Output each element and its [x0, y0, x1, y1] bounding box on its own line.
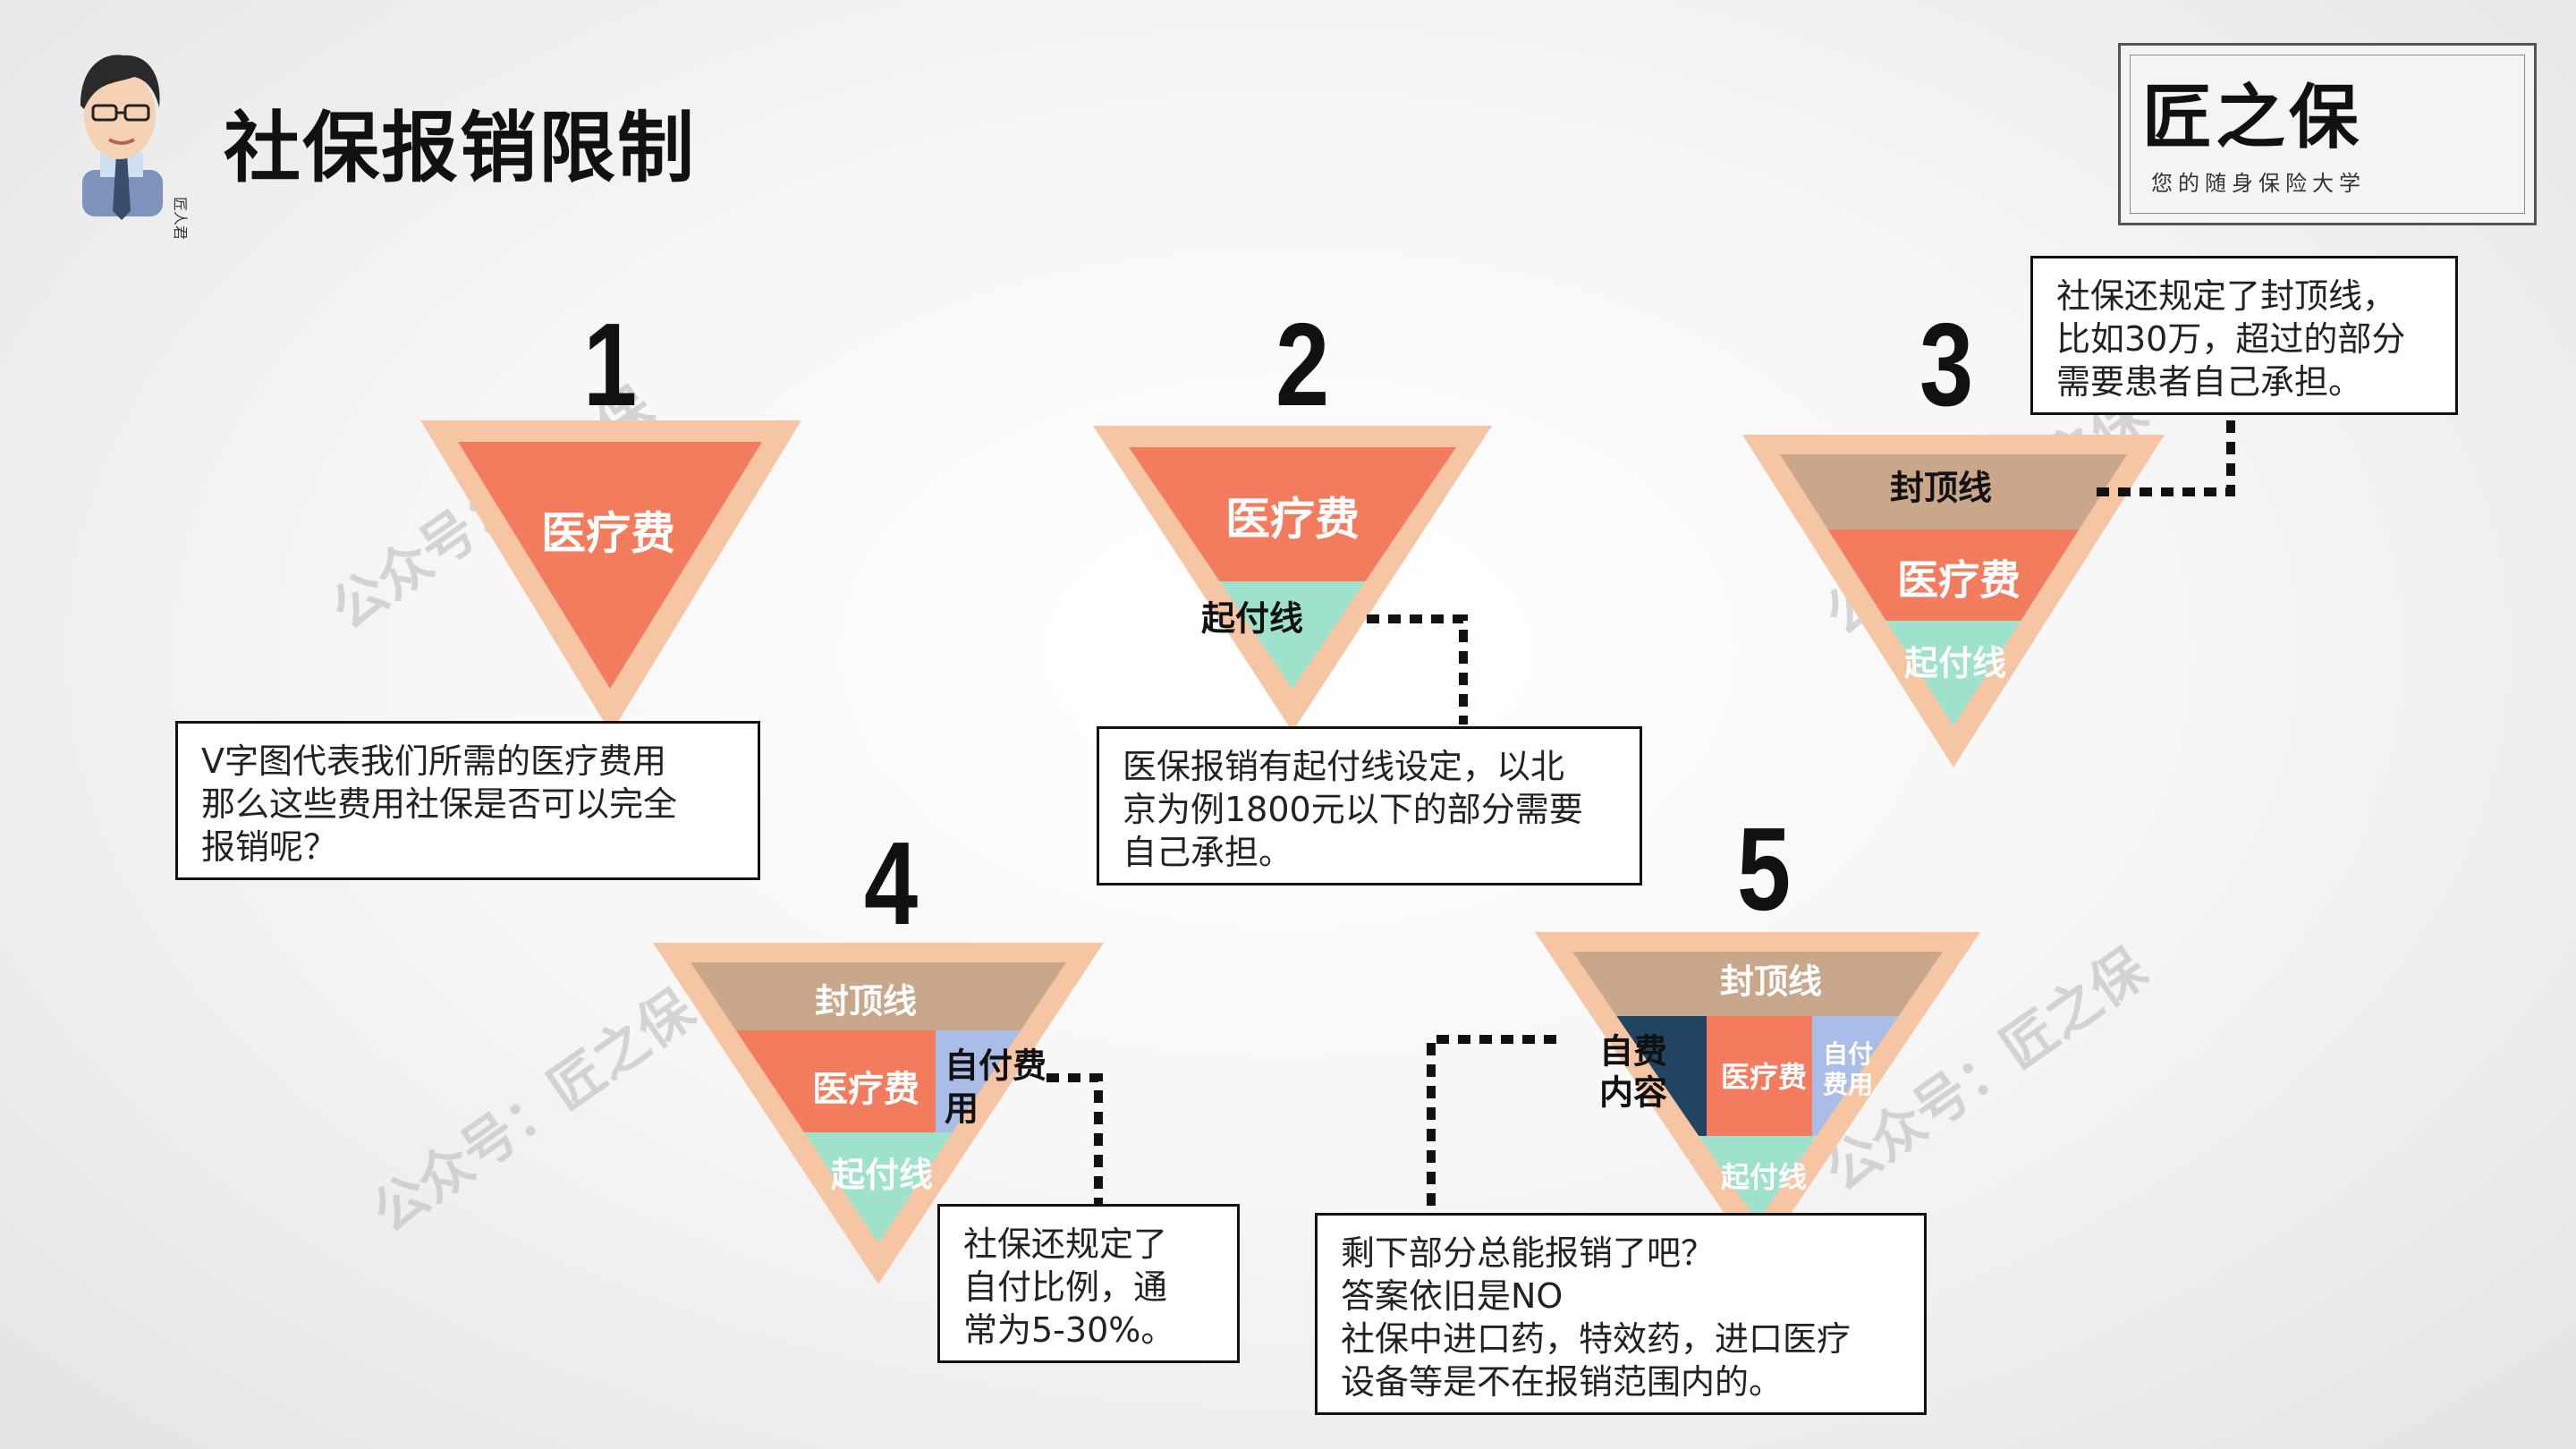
avatar-signature: 匠人君	[172, 197, 189, 240]
funnel-5-label-copay-2: 费用	[1823, 1070, 1873, 1099]
callout-4-line-2: 自付比例，通	[963, 1267, 1168, 1307]
funnel-1: 医疗费	[420, 420, 801, 733]
callout-1-line-2: 那么这些费用社保是否可以完全	[201, 784, 678, 824]
callout-5-line-2: 答案依旧是NO	[1341, 1276, 1563, 1316]
funnel-4-cap-layer	[691, 962, 1066, 1030]
funnel-3-label-deductible: 起付线	[1904, 644, 2006, 683]
callout-3: 社保还规定了封顶线， 比如30万，超过的部分 需要患者自己承担。	[2030, 256, 2458, 415]
connector-5	[1427, 1035, 1556, 1211]
connector-3	[2097, 419, 2235, 496]
brand-name: 匠之保	[2142, 77, 2363, 158]
callout-1-line-1: V字图代表我们所需的医疗费用	[201, 741, 666, 781]
brand-logo-frame	[2130, 55, 2525, 214]
step-number-3: 3	[1919, 299, 1974, 430]
funnel-5-label-copay: 自付	[1823, 1039, 1873, 1069]
funnel-5-label-medical: 医疗费	[1721, 1060, 1807, 1094]
connector-4	[1046, 1073, 1103, 1211]
funnel-5-medical-layer	[1707, 1016, 1812, 1136]
funnel-5-label-selfpay: 自费	[1599, 1032, 1667, 1072]
funnel-4-label-medical: 医疗费	[812, 1069, 919, 1110]
callout-4: 社保还规定了 自付比例，通 常为5-30%。	[937, 1204, 1240, 1363]
callout-1-line-3: 报销呢？	[201, 827, 338, 867]
funnel-4-label-deductible: 起付线	[831, 1156, 933, 1195]
funnel-2-label-medical: 医疗费	[1225, 494, 1360, 546]
funnel-5-label-selfpay-2: 内容	[1599, 1073, 1667, 1113]
step-number-2: 2	[1275, 299, 1330, 430]
callout-5-line-3: 社保中进口药，特效药，进口医疗	[1341, 1319, 1852, 1359]
funnel-5-label-cap: 封顶线	[1720, 962, 1822, 1002]
avatar: 匠人君	[80, 55, 189, 240]
connector-group	[1046, 419, 2235, 1211]
connector-2	[1367, 614, 1468, 724]
brand-slogan: 您的随身保险大学	[2151, 171, 2366, 196]
funnel-2-label-deductible: 起付线	[1201, 599, 1303, 639]
callout-4-line-3: 常为5-30%。	[963, 1310, 1175, 1350]
watermark-3: 公众号：匠之保	[361, 978, 706, 1245]
callout-2-line-1: 医保报销有起付线设定，以北	[1123, 747, 1565, 786]
funnel-3-cap-layer	[1780, 454, 2127, 530]
callout-2-line-3: 自己承担。	[1123, 833, 1293, 872]
funnel-4-label-cap: 封顶线	[815, 982, 917, 1021]
funnel-1-label-medical: 医疗费	[541, 508, 675, 560]
page-title: 社保报销限制	[224, 104, 696, 193]
callout-4-line-1: 社保还规定了	[963, 1224, 1168, 1264]
callout-2: 医保报销有起付线设定，以北 京为例1800元以下的部分需要 自己承担。	[1097, 726, 1642, 886]
brand-logo: 匠之保 您的随身保险大学	[2118, 43, 2537, 225]
callout-3-line-2: 比如30万，超过的部分	[2056, 319, 2406, 359]
callout-2-line-2: 京为例1800元以下的部分需要	[1123, 790, 1583, 829]
callout-3-line-3: 需要患者自己承担。	[2056, 362, 2363, 402]
funnel-3-label-cap: 封顶线	[1890, 469, 1992, 508]
step-number-1: 1	[583, 299, 638, 430]
callout-3-line-1: 社保还规定了封顶线，	[2056, 276, 2397, 316]
step-number-5: 5	[1737, 803, 1792, 935]
callout-5-line-1: 剩下部分总能报销了吧？	[1341, 1233, 1716, 1273]
step-number-4: 4	[864, 818, 919, 949]
funnel-4-label-copay-2: 用	[945, 1089, 979, 1129]
funnel-4-label-copay: 自付费	[945, 1046, 1046, 1086]
callout-1: V字图代表我们所需的医疗费用 那么这些费用社保是否可以完全 报销呢？	[175, 721, 760, 880]
funnel-5-cap-layer	[1572, 952, 1943, 1016]
funnel-3-label-medical: 医疗费	[1897, 556, 2021, 605]
callout-5-line-4: 设备等是不在报销范围内的。	[1341, 1362, 1784, 1402]
callout-5: 剩下部分总能报销了吧？ 答案依旧是NO 社保中进口药，特效药，进口医疗 设备等是…	[1315, 1213, 1927, 1415]
funnel-5-label-deductible: 起付线	[1721, 1160, 1807, 1194]
funnel-1-medical-layer	[458, 442, 762, 689]
